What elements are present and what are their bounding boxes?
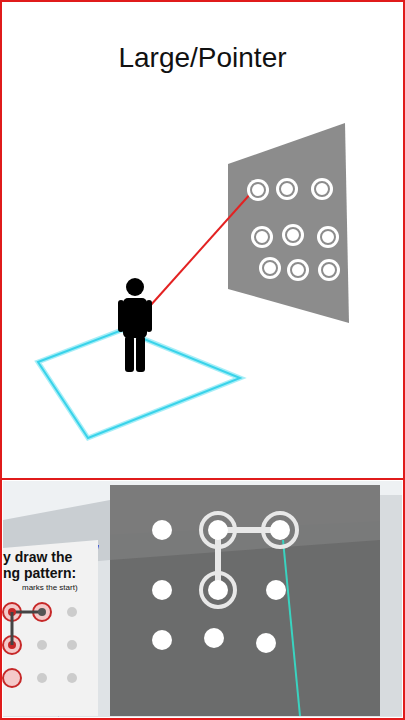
pattern-dot (251, 226, 273, 248)
floor-area (38, 330, 240, 438)
pattern-dot (318, 259, 340, 281)
person-body (123, 298, 147, 338)
target-panel (228, 123, 349, 323)
pointer-ray (150, 192, 252, 306)
vr-panel-shade (110, 540, 380, 716)
pattern-dots (247, 178, 340, 281)
panel-divider (1, 478, 404, 480)
pattern-dot (282, 224, 304, 246)
screenshot-bg (3, 481, 402, 717)
pattern-dot (201, 573, 235, 607)
pattern-dot (247, 179, 269, 201)
pattern-dot (266, 580, 286, 600)
pattern-dot (256, 633, 276, 653)
drawn-path (218, 530, 280, 590)
pattern-dot (201, 513, 235, 547)
instruction-text: marks the start) (22, 583, 78, 592)
panel-title: Large/Pointer (0, 42, 405, 74)
person-arm (118, 300, 124, 332)
pattern-dot (259, 257, 281, 279)
pattern-dot (263, 513, 297, 547)
pattern-dot (287, 259, 309, 281)
vr-panel (110, 485, 380, 716)
pattern-dot (204, 628, 224, 648)
instruction-text: y draw the (3, 549, 72, 565)
pattern-dot (152, 630, 172, 650)
pattern-dot (317, 226, 339, 248)
person-arm (146, 300, 152, 332)
person-leg (136, 336, 145, 372)
instruction-text: ng pattern: (3, 565, 76, 581)
example-pattern (3, 603, 77, 687)
pattern-dot (276, 178, 298, 200)
pattern-dots (152, 513, 297, 653)
instruction-card (3, 540, 98, 716)
building (380, 495, 402, 716)
floor-area-glow (38, 330, 240, 438)
controller-ray (283, 540, 300, 716)
person-figure (118, 278, 152, 372)
pattern-dot (311, 178, 333, 200)
pattern-dot (152, 580, 172, 600)
pattern-dot (152, 520, 172, 540)
person-leg (125, 336, 134, 372)
person-head (126, 278, 144, 296)
